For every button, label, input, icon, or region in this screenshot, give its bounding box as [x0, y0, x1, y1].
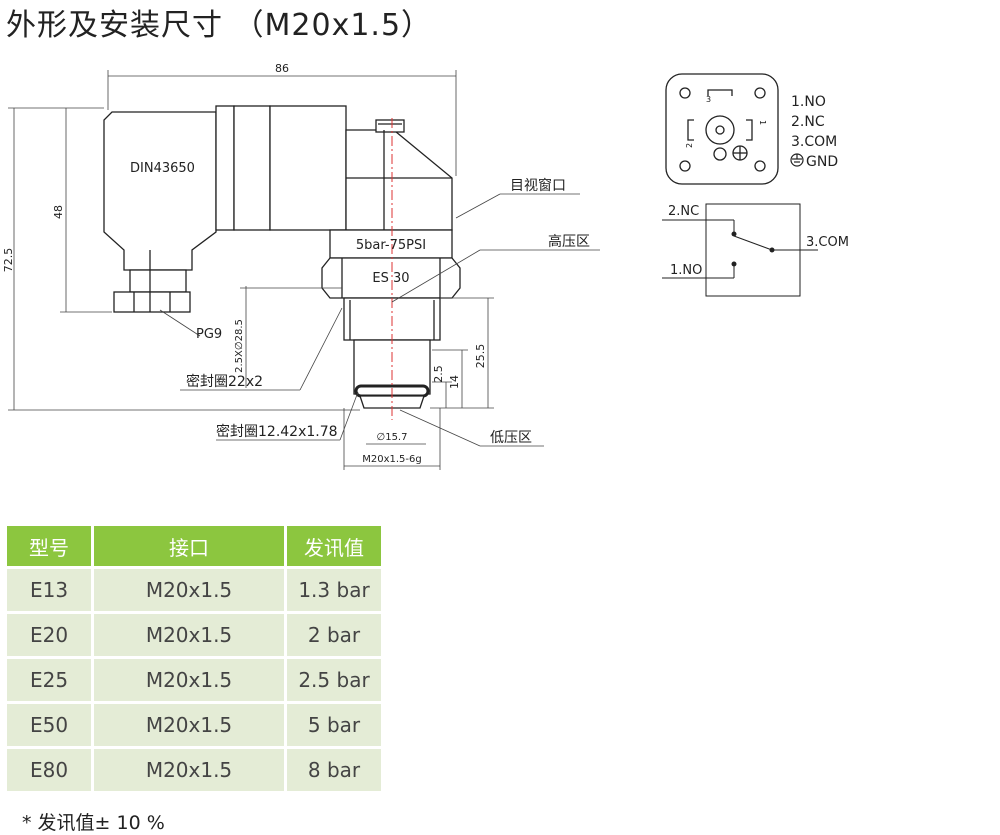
table-row: E25 M20x1.5 2.5 bar [7, 659, 381, 701]
viewing-window-label: 目视窗口 [510, 177, 566, 194]
seal-ring-2-label: 密封圈12.42x1.78 [216, 423, 338, 440]
dim-thread-length: 25.5 [474, 344, 487, 369]
connector-standard-label: DIN43650 [130, 161, 195, 176]
pin-label-no: 1.NO [791, 94, 826, 110]
table-row: E80 M20x1.5 8 bar [7, 749, 381, 791]
table-row: E20 M20x1.5 2 bar [7, 614, 381, 656]
cell-interface: M20x1.5 [94, 659, 284, 701]
model-label: ES 30 [372, 271, 409, 286]
seal-ring-1-label: 密封圈22x2 [186, 373, 263, 390]
high-pressure-label: 高压区 [548, 233, 590, 250]
pin-number-2: 2 [685, 143, 694, 148]
header-signal-value: 发讯值 [287, 526, 381, 566]
cell-signal-value: 8 bar [287, 749, 381, 791]
dim-thread: M20x1.5-6g [362, 454, 422, 465]
cell-interface: M20x1.5 [94, 704, 284, 746]
cell-signal-value: 2 bar [287, 614, 381, 656]
footnote: * 发讯值± 10 % [22, 812, 165, 834]
circuit-nc-label: 2.NC [668, 204, 699, 219]
cell-signal-value: 1.3 bar [287, 569, 381, 611]
table-row: E50 M20x1.5 5 bar [7, 704, 381, 746]
cell-model: E50 [7, 704, 91, 746]
cell-interface: M20x1.5 [94, 749, 284, 791]
table-row: E13 M20x1.5 1.3 bar [7, 569, 381, 611]
dim-diameter: ∅15.7 [377, 432, 408, 443]
pin-number-1: 1 [758, 120, 767, 125]
dim-width: 86 [275, 62, 289, 75]
cell-interface: M20x1.5 [94, 614, 284, 656]
spec-table: 型号 接口 发讯值 E13 M20x1.5 1.3 bar E20 M20x1.… [4, 523, 384, 794]
ground-icon [790, 153, 804, 167]
circuit-com-label: 3.COM [806, 235, 849, 250]
pin-label-com: 3.COM [791, 134, 837, 150]
range-label: 5bar-75PSI [356, 238, 426, 253]
cell-model: E80 [7, 749, 91, 791]
circuit-no-label: 1.NO [670, 263, 702, 278]
dim-height-total: 72.5 [2, 248, 15, 273]
header-interface: 接口 [94, 526, 284, 566]
header-model: 型号 [7, 526, 91, 566]
cell-model: E20 [7, 614, 91, 656]
cell-model: E13 [7, 569, 91, 611]
cell-signal-value: 2.5 bar [287, 659, 381, 701]
table-header-row: 型号 接口 发讯值 [7, 526, 381, 566]
page-title: 外形及安装尺寸 （M20x1.5） [6, 8, 433, 43]
pin-label-gnd: GND [806, 154, 838, 170]
dim-seal-1: 2.5X∅28.5 [234, 319, 245, 373]
dim-2-5: 2.5 [432, 365, 445, 383]
cell-model: E25 [7, 659, 91, 701]
cell-interface: M20x1.5 [94, 569, 284, 611]
pin-number-3: 3 [706, 95, 711, 104]
pin-label-nc: 2.NC [791, 114, 825, 130]
low-pressure-label: 低压区 [490, 430, 532, 446]
cell-signal-value: 5 bar [287, 704, 381, 746]
technical-drawing: 86 72.5 48 DIN43650 5bar-75PSI ES 30 PG9… [2, 62, 849, 470]
dim-height-plug: 48 [52, 205, 65, 219]
gland-label: PG9 [196, 327, 222, 342]
dim-14: 14 [448, 375, 461, 389]
